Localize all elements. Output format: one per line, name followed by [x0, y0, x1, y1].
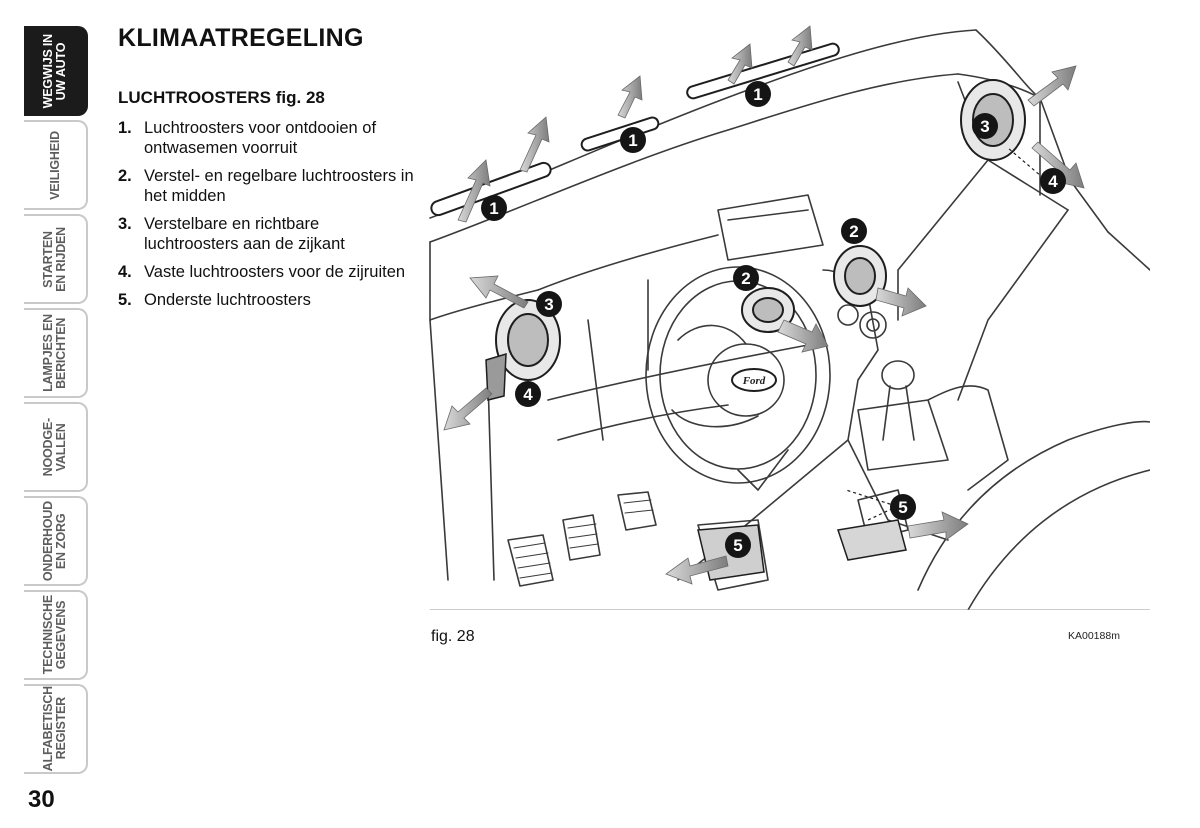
marker-1-left: 1 [481, 195, 507, 221]
marker-4-right: 4 [1040, 168, 1066, 194]
marker-label: 1 [489, 199, 498, 218]
dashboard-figure: Ford 1 1 1 2 2 [428, 20, 1150, 610]
page-title: KLIMAATREGELING [118, 24, 364, 52]
marker-3-left: 3 [536, 291, 562, 317]
marker-4-left: 4 [515, 381, 541, 407]
tab-label: TECHNISCHE GEGEVENS [41, 595, 68, 675]
tab-wegwijs[interactable]: WEGWIJS IN UW AUTO [24, 26, 88, 116]
item-text: Onderste luchtroosters [144, 291, 311, 309]
item-number: 2. [118, 167, 132, 185]
marker-label: 4 [523, 385, 533, 404]
marker-5-left: 5 [725, 532, 751, 558]
figure-code: KA00188m [1068, 630, 1120, 642]
item-number: 3. [118, 215, 132, 233]
marker-1-centre: 1 [620, 127, 646, 153]
tab-starten[interactable]: STARTEN EN RIJDEN [24, 214, 88, 304]
item-text: Verstelbare en richtbare luchtroosters a… [144, 215, 345, 253]
brand-badge [731, 368, 777, 392]
dashboard-illustration: Ford 1 1 1 2 2 [429, 25, 1150, 610]
marker-label: 3 [980, 117, 989, 136]
tab-alfabetisch[interactable]: ALFABETISCH REGISTER [24, 684, 88, 774]
tab-label: LAMPJES EN BERICHTEN [41, 314, 68, 392]
tab-label: ONDERHOUD EN ZORG [41, 500, 68, 582]
marker-label: 4 [1048, 172, 1058, 191]
marker-1-right: 1 [745, 81, 771, 107]
marker-label: 2 [849, 222, 858, 241]
tab-label: STARTEN EN RIJDEN [41, 226, 68, 292]
section-subtitle: LUCHTROOSTERS fig. 28 [118, 88, 325, 107]
callout-leaders [845, 147, 1049, 521]
item-number: 1. [118, 119, 132, 137]
tab-onderhoud[interactable]: ONDERHOUD EN ZORG [24, 496, 88, 586]
list-item: 5. Onderste luchtroosters [118, 290, 418, 310]
marker-2-upper: 2 [841, 218, 867, 244]
tab-label: WEGWIJS IN UW AUTO [41, 33, 68, 109]
tab-label: NOODGE- VALLEN [41, 417, 68, 477]
marker-label: 2 [741, 269, 750, 288]
tab-veiligheid[interactable]: VEILIGHEID [24, 120, 88, 210]
list-item: 2. Verstel- en regelbare luchtroosters i… [118, 166, 418, 206]
marker-label: 1 [628, 131, 637, 150]
item-number: 4. [118, 263, 132, 281]
tab-lampjes[interactable]: LAMPJES EN BERICHTEN [24, 308, 88, 398]
tab-technische[interactable]: TECHNISCHE GEGEVENS [24, 590, 88, 680]
tab-noodgevallen[interactable]: NOODGE- VALLEN [24, 402, 88, 492]
list-item: 3. Verstelbare en richtbare luchtrooster… [118, 214, 418, 254]
vent-list: 1. Luchtroosters voor ontdooien of ontwa… [118, 118, 418, 318]
brand-badge-text: Ford [742, 375, 766, 387]
page-number: 30 [28, 786, 55, 813]
callout-markers: 1 1 1 2 2 3 3 4 4 5 5 [481, 81, 1066, 558]
marker-label: 3 [544, 295, 553, 314]
list-item: 1. Luchtroosters voor ontdooien of ontwa… [118, 118, 418, 158]
marker-label: 5 [733, 536, 742, 555]
item-text: Verstel- en regelbare luchtroosters in h… [144, 167, 414, 205]
item-text: Vaste luchtroosters voor de zijruiten [144, 263, 406, 281]
figure-caption: fig. 28 [431, 628, 475, 645]
marker-3-right: 3 [972, 113, 998, 139]
list-item: 4. Vaste luchtroosters voor de zijruiten [118, 262, 418, 282]
airflow-arrows [443, 25, 1085, 585]
tab-label: VEILIGHEID [47, 130, 62, 200]
item-number: 5. [118, 291, 132, 309]
marker-2-lower: 2 [733, 265, 759, 291]
marker-label: 5 [898, 498, 907, 517]
tab-label: ALFABETISCH REGISTER [41, 686, 68, 772]
marker-5-right: 5 [890, 494, 916, 520]
marker-label: 1 [753, 85, 762, 104]
item-text: Luchtroosters voor ontdooien of ontwasem… [144, 119, 377, 157]
